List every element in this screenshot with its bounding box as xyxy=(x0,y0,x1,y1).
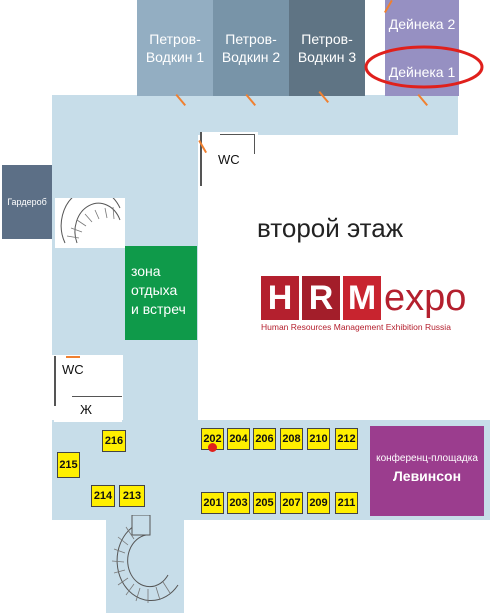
hall-label: Дейнека 2 xyxy=(388,16,456,32)
booth-209[interactable]: 209 xyxy=(307,492,330,514)
wc-label: WC xyxy=(218,152,240,167)
booth-206[interactable]: 206 xyxy=(253,428,276,450)
booth-214[interactable]: 214 xyxy=(91,485,115,507)
hall-label: Дейнека 1 xyxy=(388,64,456,80)
staircase-upper xyxy=(55,198,125,248)
wc-upper-room: WC xyxy=(200,132,258,186)
highlight-ellipse xyxy=(364,45,484,89)
booth-201[interactable]: 201 xyxy=(201,492,224,514)
hall-petrov-vodkin-3[interactable]: Петров- Водкин 3 xyxy=(289,0,365,96)
hall-deineka-2[interactable]: Дейнека 2 xyxy=(385,0,459,48)
staircase-lower xyxy=(106,515,184,613)
wc-lower-room: WC Ж xyxy=(54,356,122,422)
booth-211[interactable]: 211 xyxy=(335,492,358,514)
conference-label: конференц-площадка xyxy=(376,453,478,464)
booth-207[interactable]: 207 xyxy=(280,492,303,514)
conference-area[interactable]: конференц-площадка Левинсон xyxy=(370,426,484,516)
hall-label: Петров- Водкин 3 xyxy=(297,31,357,65)
hall-deineka-1[interactable]: Дейнека 1 xyxy=(385,48,459,96)
booth-208[interactable]: 208 xyxy=(280,428,303,450)
womens-room-label: Ж xyxy=(80,402,93,417)
logo-letter-h: H xyxy=(261,276,299,320)
lounge-area[interactable]: зона отдыха и встреч xyxy=(125,246,197,340)
booth-215[interactable]: 215 xyxy=(57,452,80,478)
conference-name: Левинсон xyxy=(392,468,462,484)
hall-petrov-vodkin-1[interactable]: Петров- Водкин 1 xyxy=(137,0,213,96)
booth-210[interactable]: 210 xyxy=(307,428,330,450)
booth-212[interactable]: 212 xyxy=(335,428,358,450)
logo-suffix: expo xyxy=(384,277,467,319)
wardrobe-label: Гардероб xyxy=(7,197,47,207)
lounge-label: зона отдыха и встреч xyxy=(131,263,186,317)
booth-205[interactable]: 205 xyxy=(253,492,276,514)
booth-203[interactable]: 203 xyxy=(227,492,250,514)
logo-letter-m: M xyxy=(343,276,381,320)
location-marker xyxy=(208,443,217,452)
wc-label: WC xyxy=(62,362,84,377)
hall-petrov-vodkin-2[interactable]: Петров- Водкин 2 xyxy=(213,0,289,96)
logo-subtitle: Human Resources Management Exhibition Ru… xyxy=(261,322,451,332)
wardrobe[interactable]: Гардероб xyxy=(2,165,52,239)
booth-216[interactable]: 216 xyxy=(102,430,126,452)
hall-label: Петров- Водкин 2 xyxy=(221,31,281,65)
logo-letter-r: R xyxy=(302,276,340,320)
left-corridor-top xyxy=(52,95,198,195)
floor-title: второй этаж xyxy=(257,213,404,243)
door xyxy=(66,356,80,358)
booth-204[interactable]: 204 xyxy=(227,428,250,450)
hall-label: Петров- Водкин 1 xyxy=(145,31,205,65)
booth-202[interactable]: 202 xyxy=(201,428,224,450)
booth-213[interactable]: 213 xyxy=(119,485,145,507)
